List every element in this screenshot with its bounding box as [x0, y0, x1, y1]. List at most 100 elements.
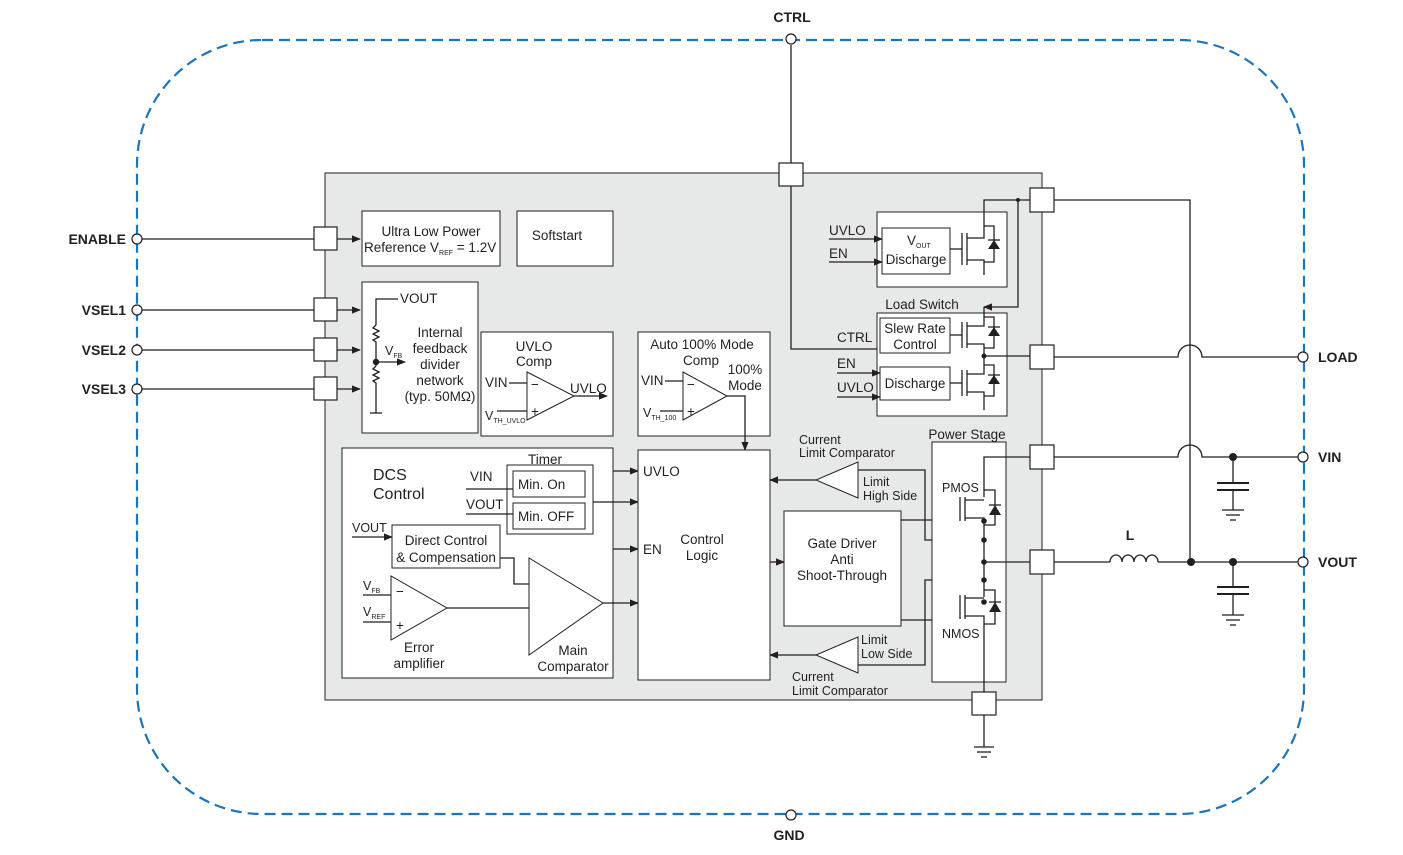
svg-text:UVLO: UVLO [516, 339, 553, 354]
uvlo-comparator-block: UVLO Comp − + VIN VTH_UVLO UVLO [480, 331, 614, 437]
svg-text:(typ. 50MΩ): (typ. 50MΩ) [405, 389, 476, 404]
svg-text:VTH_100: VTH_100 [643, 406, 676, 422]
svg-text:Current: Current [799, 433, 841, 447]
svg-text:Control: Control [680, 532, 724, 547]
svg-text:CTRL: CTRL [837, 330, 873, 345]
vsel2-pin: VSEL2 [82, 337, 361, 362]
feedback-divider-block: VOUT VFB Internal feedback divider netwo… [361, 281, 479, 434]
svg-text:VIN: VIN [485, 375, 508, 390]
enable-pin: ENABLE [68, 226, 361, 251]
vsel3-pin: VSEL3 [82, 376, 361, 401]
svg-text:Gate Driver: Gate Driver [807, 536, 877, 551]
svg-text:NMOS: NMOS [942, 627, 980, 641]
svg-text:Auto 100% Mode: Auto 100% Mode [650, 337, 754, 352]
svg-text:100%: 100% [728, 362, 763, 377]
svg-text:−: − [531, 377, 539, 392]
svg-text:VFB: VFB [363, 579, 381, 595]
svg-text:UVLO: UVLO [837, 380, 874, 395]
svg-text:VIN: VIN [1318, 449, 1341, 465]
svg-text:PMOS: PMOS [942, 481, 979, 495]
svg-text:Timer: Timer [528, 452, 562, 467]
svg-text:+: + [396, 618, 404, 633]
load-pin: LOAD [984, 344, 1358, 370]
svg-text:DCS: DCS [373, 467, 407, 484]
svg-text:VIN: VIN [641, 373, 664, 388]
svg-text:−: − [396, 584, 404, 599]
svg-text:Slew Rate: Slew Rate [884, 321, 946, 336]
svg-text:+: + [531, 404, 539, 419]
svg-text:GND: GND [773, 827, 804, 843]
svg-text:Control: Control [373, 486, 425, 503]
svg-text:Discharge: Discharge [886, 252, 947, 267]
svg-text:VSEL2: VSEL2 [82, 342, 127, 358]
current-limit-low-block: Limit Low Side Current Limit Comparator [769, 579, 984, 698]
svg-text:Comp: Comp [683, 353, 719, 368]
svg-text:VIN: VIN [470, 469, 493, 484]
gnd-pad [971, 691, 997, 758]
auto-100-mode-block: Auto 100% Mode Comp − + VIN VTH_100 100%… [637, 331, 771, 451]
svg-text:feedback: feedback [413, 341, 468, 356]
svg-text:LOAD: LOAD [1318, 349, 1358, 365]
control-logic-block: UVLO EN Control Logic [613, 449, 785, 681]
svg-text:CTRL: CTRL [773, 9, 811, 25]
svg-text:Current: Current [792, 670, 834, 684]
svg-text:Reference VREF = 1.2V: Reference VREF = 1.2V [364, 240, 496, 257]
svg-text:Comp: Comp [516, 354, 552, 369]
svg-text:& Compensation: & Compensation [396, 550, 496, 565]
svg-text:L: L [1126, 527, 1135, 543]
svg-text:Logic: Logic [686, 548, 719, 563]
svg-text:Internal: Internal [417, 325, 462, 340]
svg-text:Mode: Mode [728, 378, 762, 393]
svg-text:VOUT: VOUT [400, 291, 438, 306]
svg-text:network: network [416, 373, 464, 388]
svg-text:UVLO: UVLO [829, 223, 866, 238]
svg-text:Ultra Low Power: Ultra Low Power [381, 224, 481, 239]
svg-text:UVLO: UVLO [570, 381, 607, 396]
svg-text:UVLO: UVLO [643, 464, 680, 479]
svg-text:VOUT: VOUT [466, 497, 504, 512]
svg-text:EN: EN [643, 542, 662, 557]
svg-text:VSEL1: VSEL1 [82, 302, 127, 318]
reference-block: Ultra Low Power Reference VREF = 1.2V [361, 210, 501, 267]
vsel1-pin: VSEL1 [82, 297, 361, 322]
svg-text:Limit: Limit [861, 633, 888, 647]
svg-text:VTH_UVLO: VTH_UVLO [485, 409, 526, 425]
svg-text:Limit Comparator: Limit Comparator [799, 446, 895, 460]
svg-text:VSEL3: VSEL3 [82, 381, 127, 397]
svg-text:Error: Error [404, 640, 435, 655]
svg-text:Comparator: Comparator [537, 659, 609, 674]
svg-text:Min. On: Min. On [518, 477, 565, 492]
vin-pin: VIN [1029, 444, 1341, 521]
svg-text:VOUT: VOUT [1318, 554, 1357, 570]
svg-text:+: + [687, 404, 695, 419]
dcs-control-block: DCS Control Timer Min. On Min. OFF VIN V… [341, 447, 639, 679]
svg-text:Limit: Limit [863, 475, 890, 489]
load-switch-block: Load Switch Slew Rate Control Discharge … [837, 297, 1008, 417]
svg-text:Min. OFF: Min. OFF [518, 509, 574, 524]
svg-text:Power Stage: Power Stage [928, 427, 1005, 442]
gnd-pin: GND [773, 809, 805, 843]
svg-text:EN: EN [829, 246, 848, 261]
svg-text:Control: Control [893, 337, 937, 352]
vin-wiring [983, 187, 1191, 562]
svg-text:VFB: VFB [385, 344, 403, 360]
svg-text:Anti: Anti [830, 552, 853, 567]
svg-text:VOUT: VOUT [907, 233, 932, 250]
svg-text:Limit Comparator: Limit Comparator [792, 684, 888, 698]
svg-text:EN: EN [837, 356, 856, 371]
svg-text:Softstart: Softstart [532, 228, 583, 243]
svg-text:Shoot-Through: Shoot-Through [797, 568, 887, 583]
svg-text:Load Switch: Load Switch [885, 297, 959, 312]
svg-text:VOUT: VOUT [352, 521, 387, 535]
svg-text:Main: Main [558, 643, 587, 658]
softstart-block: Softstart [516, 210, 614, 267]
svg-text:−: − [687, 377, 695, 392]
svg-text:amplifier: amplifier [393, 656, 445, 671]
svg-text:Discharge: Discharge [885, 376, 946, 391]
svg-text:divider: divider [420, 357, 460, 372]
svg-text:High Side: High Side [863, 489, 917, 503]
vout-discharge-block: VOUT Discharge UVLO EN [829, 211, 1008, 288]
vout-pin: L VOUT [1029, 527, 1357, 626]
svg-text:VREF: VREF [363, 605, 385, 621]
